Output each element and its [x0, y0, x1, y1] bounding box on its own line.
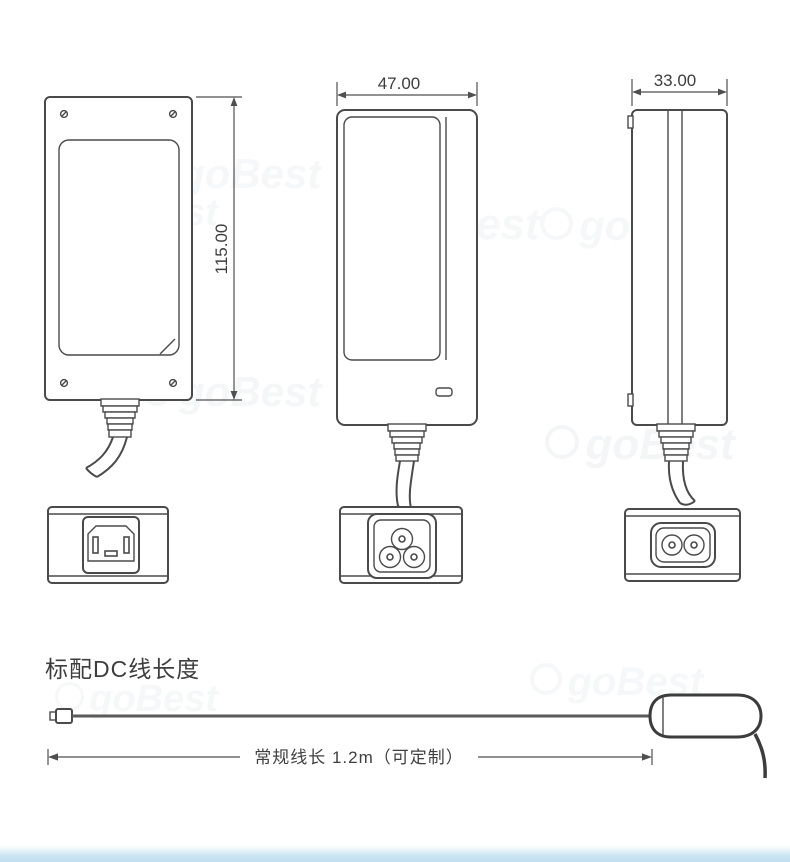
inlet-c6-view	[339, 506, 463, 584]
plug-pin	[753, 733, 767, 779]
side-view: 47.00	[336, 74, 478, 511]
dc-cable-heading: 标配DC线长度	[45, 656, 201, 682]
c6-cloverleaf	[378, 527, 426, 569]
edge-cable	[667, 460, 696, 506]
c14-pin-earth	[104, 550, 118, 557]
edge-tab-top	[627, 115, 634, 129]
side-front-face	[343, 116, 441, 361]
c8-figure8	[661, 534, 705, 556]
screw-icons	[59, 109, 178, 388]
c14-inlet-face	[87, 525, 135, 562]
front-label-recess	[58, 139, 180, 356]
edge-strain-relief	[656, 423, 696, 462]
front-label-notch	[159, 338, 176, 355]
c14-pin-right	[123, 536, 130, 554]
edge-width-dimension: 33.00	[631, 71, 728, 106]
led-indicator	[435, 387, 453, 397]
front-strain-relief	[100, 398, 140, 438]
side-width-dimension-label: 47.00	[378, 74, 421, 93]
front-height-dimension-label: 115.00	[212, 224, 231, 275]
cable-length-label: 常规线长 1.2m（可定制）	[254, 748, 464, 767]
c14-pin-left	[92, 536, 99, 554]
edge-view: 33.00	[627, 71, 728, 506]
power-plug-body	[648, 693, 763, 739]
dc-cable-drawing: 常规线长 1.2m（可定制）	[47, 693, 767, 779]
cable-length-dimension: 常规线长 1.2m（可定制）	[47, 748, 653, 767]
front-height-dimension: 115.00	[196, 96, 242, 401]
edge-tab-bottom	[627, 393, 634, 407]
side-width-dimension: 47.00	[336, 74, 478, 106]
side-strain-relief	[387, 423, 427, 462]
bottom-accent-bar	[0, 846, 790, 862]
inlet-c14-view	[47, 506, 169, 584]
edge-body	[631, 109, 728, 426]
side-cable	[395, 460, 415, 511]
inlet-c8-view	[624, 508, 741, 582]
edge-width-dimension-label: 33.00	[654, 71, 697, 90]
front-cable	[85, 436, 128, 478]
front-view: 115.00	[44, 96, 242, 478]
cable-end-connector	[55, 708, 73, 724]
